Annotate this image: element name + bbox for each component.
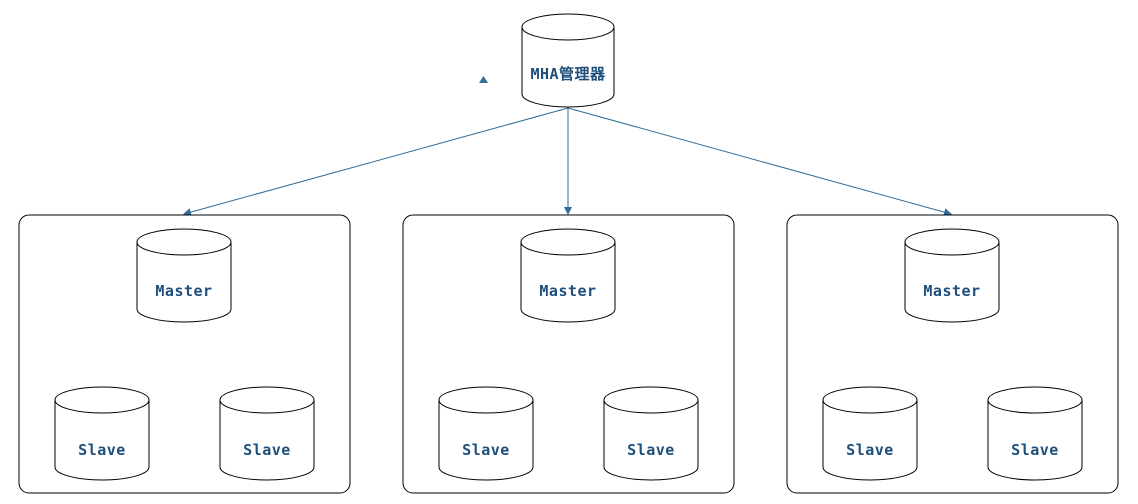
group-2-slave-1-label: Slave	[462, 441, 510, 459]
group-3: Master Slave Slave	[786, 214, 1119, 494]
small-triangle-icon	[479, 76, 488, 83]
group-3-slave-1-label: Slave	[846, 441, 894, 459]
group-1-slave-2-label: Slave	[243, 441, 291, 459]
group-3-slave-1-cylinder	[822, 386, 918, 481]
mha-manager-label: MHA管理器	[530, 65, 606, 83]
mha-manager-cylinder	[521, 13, 615, 108]
group-3-master-node: Master	[904, 228, 1000, 323]
group-1-slave-1-label: Slave	[78, 441, 126, 459]
mha-manager-node: MHA管理器	[521, 13, 615, 108]
group-1-slave-1-cylinder	[54, 386, 150, 481]
group-2-master-cylinder	[520, 228, 616, 323]
group-3-slave-2-node: Slave	[987, 386, 1083, 481]
arrow-to-group-3	[567, 107, 952, 216]
group-2-slave-2-label: Slave	[627, 441, 675, 459]
group-1-master-label: Master	[155, 282, 212, 300]
connector-arrows	[183, 107, 952, 216]
group-3-master-cylinder	[904, 228, 1000, 323]
group-3-master-label: Master	[923, 282, 980, 300]
group-2-master-node: Master	[520, 228, 616, 323]
group-1-slave-2-node: Slave	[219, 386, 315, 481]
group-1-master-cylinder	[136, 228, 232, 323]
group-2-slave-2-node: Slave	[603, 386, 699, 481]
group-2-slave-1-cylinder	[438, 386, 534, 481]
group-2-slave-2-cylinder	[603, 386, 699, 481]
group-1-master-node: Master	[136, 228, 232, 323]
group-2-slave-1-node: Slave	[438, 386, 534, 481]
group-2-master-label: Master	[539, 282, 596, 300]
arrow-to-group-1	[183, 107, 569, 216]
group-1: Master Slave Slave	[18, 214, 351, 494]
group-2: Master Slave Slave	[402, 214, 735, 494]
group-1-slave-2-cylinder	[219, 386, 315, 481]
group-3-slave-2-cylinder	[987, 386, 1083, 481]
group-1-slave-1-node: Slave	[54, 386, 150, 481]
group-3-slave-1-node: Slave	[822, 386, 918, 481]
group-3-slave-2-label: Slave	[1011, 441, 1059, 459]
